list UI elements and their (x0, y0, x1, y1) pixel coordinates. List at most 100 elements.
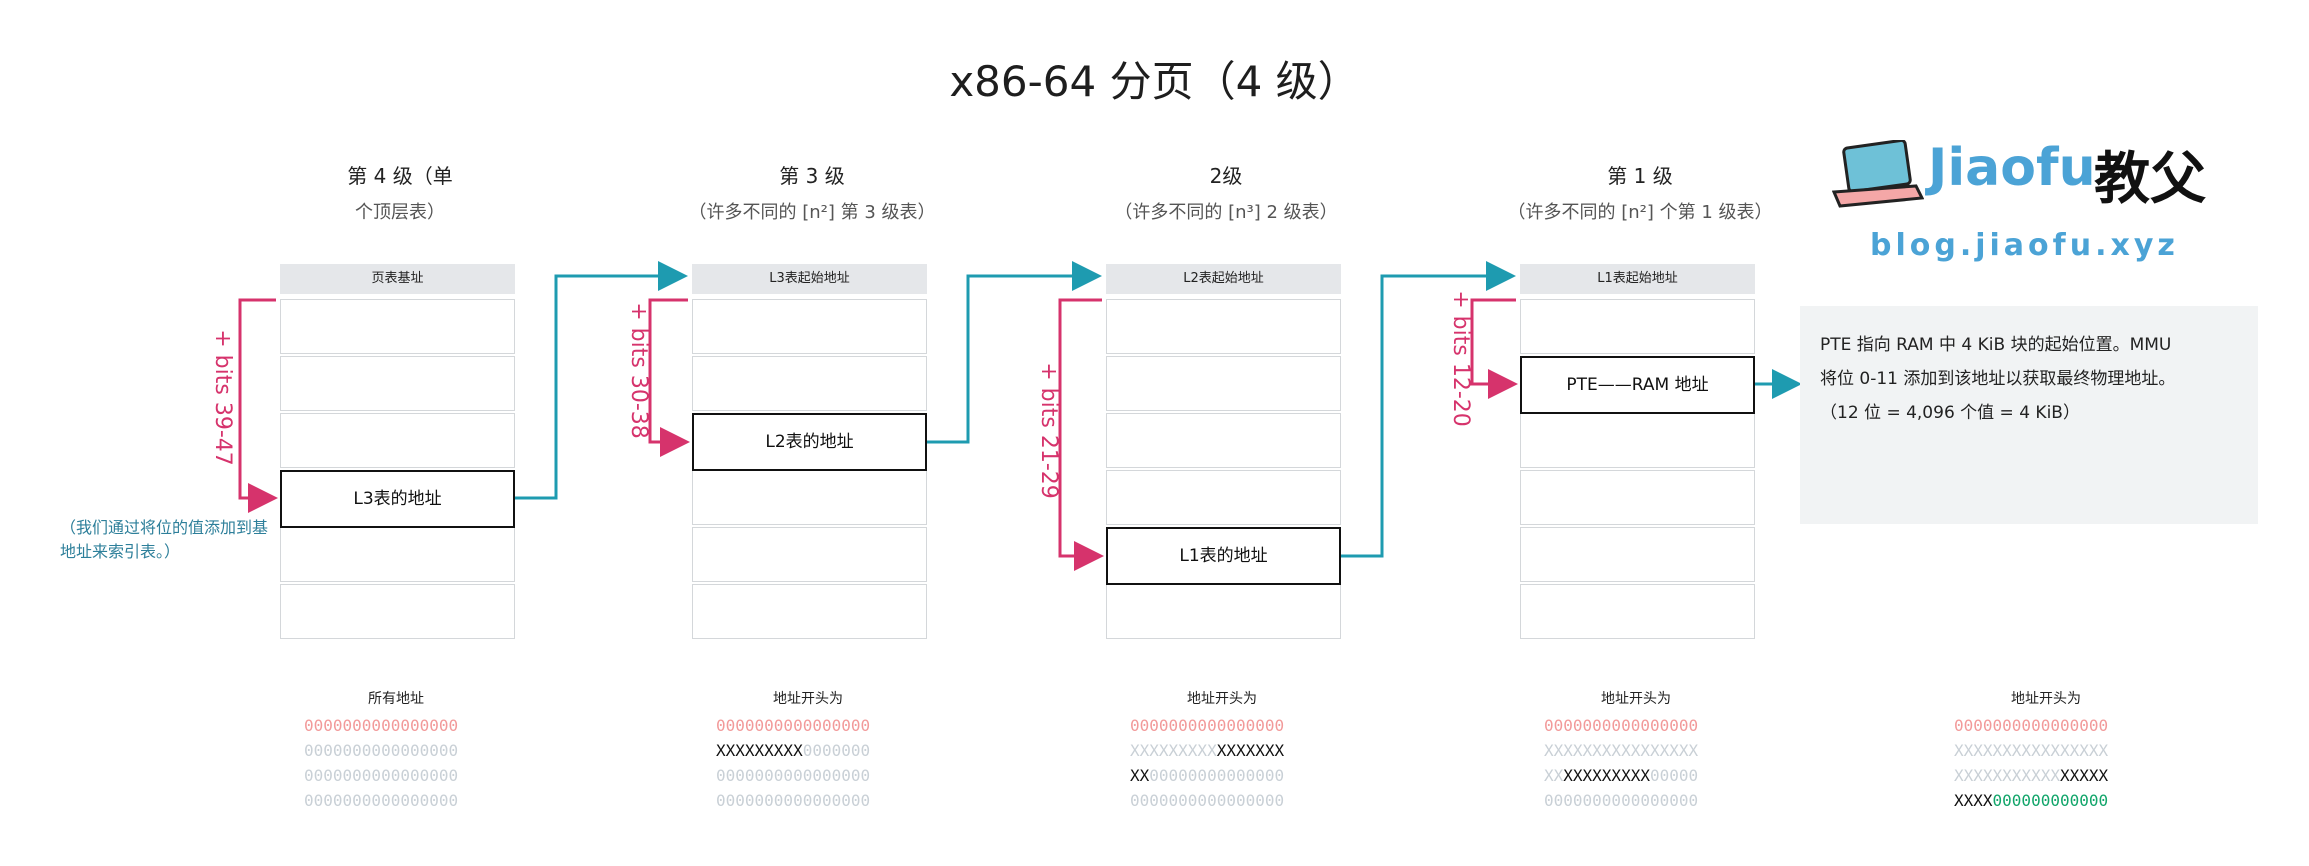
logo-url: blog.jiaofu.xyz (1870, 228, 2179, 263)
level-1-subtitle: （许多不同的 [n²] 个第 1 级表） (1507, 202, 1773, 223)
address-bits-row: 0000000000000000 (1130, 716, 1284, 735)
address-bits-row: 0000000000000000 (1544, 716, 1698, 735)
bit-segment: 00000 (1649, 766, 1699, 785)
bit-segment: 000000000000 (1992, 791, 2109, 810)
table-entry-highlight: PTE——RAM 地址 (1520, 356, 1755, 414)
address-bits-row: XXXXXXXXX0000000 (716, 741, 870, 760)
address-caption: 所有地址 (368, 691, 424, 707)
note-line-3: （12 位 = 4,096 个值 = 4 KiB） (1820, 403, 2080, 423)
level-3-title: 第 3 级 (779, 164, 845, 188)
bit-segment: XXXXXXXXXXX (1954, 766, 2060, 785)
bits-label-l2: + bits 21-29 (1035, 362, 1061, 499)
pointer-arrow-l4-to-l3 (515, 261, 688, 500)
table-cell (280, 356, 515, 411)
bits-label-l4: + bits 39-47 (209, 329, 235, 466)
address-bits-row: 0000000000000000 (304, 716, 458, 735)
table-cell (280, 413, 515, 468)
bit-segment: XXXXXXXXXXXXXXXX (1544, 741, 1699, 760)
bit-segment: 0000000000000000 (1954, 716, 2109, 735)
pointer-arrow-l2-to-l1 (1341, 261, 1516, 558)
address-caption: 地址开头为 (2011, 691, 2081, 707)
bit-segment: 0000000000000000 (716, 791, 871, 810)
table-cell (692, 356, 927, 411)
bit-segment: 0000000000000000 (304, 716, 459, 735)
note-line-2: 将位 0-11 添加到该地址以获取最终物理地址。 (1820, 369, 2176, 389)
address-bits-row: XXXXXXXXXXXXXXXX (1130, 741, 1284, 760)
bit-segment: 0000000000000000 (304, 741, 459, 760)
table-cell (692, 299, 927, 354)
note-line-1: PTE 指向 RAM 中 4 KiB 块的起始位置。MMU (1820, 335, 2172, 355)
logo-name: Jiaofu (1928, 138, 2096, 198)
address-caption: 地址开头为 (1601, 691, 1671, 707)
table-cell (692, 527, 927, 582)
address-bits-row: XXXX000000000000 (1954, 791, 2108, 810)
index-arrow-l1 (1470, 298, 1518, 399)
table-header: L1表起始地址 (1520, 264, 1755, 294)
level-2-title: 2级 (1209, 164, 1243, 188)
bit-segment: 0000000000000000 (1544, 716, 1699, 735)
address-bits-row: 0000000000000000 (716, 791, 870, 810)
laptop-icon (1832, 140, 1924, 208)
table-cell (1520, 584, 1755, 639)
address-bits-row: XX00000000000000 (1130, 766, 1284, 785)
level-1-title: 第 1 级 (1607, 164, 1673, 188)
bit-segment: XXXXXXX (1216, 741, 1285, 760)
index-arrow-l2 (1058, 298, 1104, 571)
table-cell (1520, 527, 1755, 582)
bit-segment: XXXXXXXXX (1130, 741, 1217, 760)
bits-label-l1: + bits 12-20 (1447, 290, 1473, 427)
table-cell (1520, 299, 1755, 354)
address-bits-row: 0000000000000000 (716, 766, 870, 785)
table-cell (692, 470, 927, 525)
bit-segment: XX (1130, 766, 1150, 785)
bit-segment: XXXXXXXXX (716, 741, 803, 760)
table-header: 页表基址 (280, 264, 515, 294)
bits-label-l3: + bits 30-38 (625, 302, 651, 439)
table-header: L2表起始地址 (1106, 264, 1341, 294)
address-caption: 地址开头为 (1187, 691, 1257, 707)
pte-note: PTE 指向 RAM 中 4 KiB 块的起始位置。MMU 将位 0-11 添加… (1800, 306, 2258, 524)
bit-segment: 0000000000000000 (716, 766, 871, 785)
address-bits-row: XXXXXXXXXXXXXXXX (1954, 741, 2108, 760)
address-bits-row: 0000000000000000 (304, 766, 458, 785)
table-cell (1106, 299, 1341, 354)
table-cell (1106, 584, 1341, 639)
address-bits-row: 0000000000000000 (1130, 791, 1284, 810)
bit-segment: 0000000000000000 (716, 716, 871, 735)
table-cell (692, 584, 927, 639)
table-entry-highlight: L2表的地址 (692, 413, 927, 471)
table-cell (1106, 470, 1341, 525)
pointer-arrow-l3-to-l2 (927, 261, 1102, 444)
bit-segment: XXXX (1954, 791, 1993, 810)
address-caption: 地址开头为 (773, 691, 843, 707)
table-header: L3表起始地址 (692, 264, 927, 294)
address-bits-row: 0000000000000000 (716, 716, 870, 735)
table-cell (1106, 413, 1341, 468)
address-bits-row: XXXXXXXXXXX00000 (1544, 766, 1698, 785)
address-bits-row: 0000000000000000 (304, 791, 458, 810)
index-arrow-l3 (648, 298, 690, 457)
table-entry-highlight: L3表的地址 (280, 470, 515, 528)
table-cell (1520, 413, 1755, 468)
logo-cn: 教父 (2094, 147, 2206, 212)
address-bits-row: 0000000000000000 (1544, 791, 1698, 810)
bit-segment: XXXXXXXXXXXXXXXX (1954, 741, 2109, 760)
bit-segment: 0000000 (802, 741, 871, 760)
address-bits-row: 0000000000000000 (1954, 716, 2108, 735)
level-4-subtitle: 个顶层表） (355, 202, 445, 223)
address-bits-row: 0000000000000000 (304, 741, 458, 760)
level-2-subtitle: （许多不同的 [n³] 2 级表） (1114, 202, 1338, 223)
diagram-title: x86-64 分页（4 级） (949, 57, 1360, 106)
index-arrow-l4 (238, 298, 278, 513)
table-cell (280, 299, 515, 354)
table-cell (1106, 356, 1341, 411)
address-bits-row: XXXXXXXXXXXXXXXX (1544, 741, 1698, 760)
bit-segment: 0000000000000000 (1130, 791, 1285, 810)
table-cell (1520, 470, 1755, 525)
address-bits-row: XXXXXXXXXXXXXXXX (1954, 766, 2108, 785)
bit-segment: 0000000000000000 (1130, 716, 1285, 735)
bit-segment: 0000000000000000 (304, 766, 459, 785)
index-note: （我们通过将位的值添加到基地址来索引表。） (60, 518, 269, 561)
level-4-title: 第 4 级（单 (347, 164, 453, 188)
